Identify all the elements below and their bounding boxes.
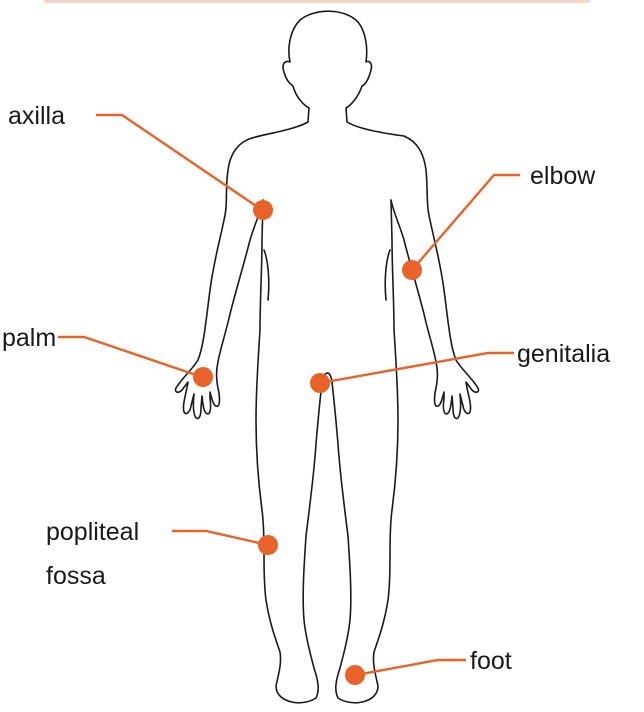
callout-foot-line — [356, 660, 466, 675]
callout-elbow-line — [412, 175, 520, 270]
marker-genitalia — [310, 373, 330, 393]
label-foot: foot — [470, 647, 512, 675]
label-fossa: fossa — [46, 562, 106, 590]
callout-popliteal-line — [172, 531, 268, 545]
human-outline — [175, 11, 478, 703]
callout-palm-line — [58, 337, 202, 377]
labels: axilla elbow palm genitalia popliteal fo… — [2, 102, 610, 675]
top-rule — [44, 0, 590, 3]
marker-foot — [345, 665, 365, 685]
label-popliteal: popliteal — [46, 518, 139, 546]
label-elbow: elbow — [530, 162, 596, 190]
marker-axilla — [253, 200, 273, 220]
marker-elbow — [402, 260, 422, 280]
label-genitalia: genitalia — [517, 340, 610, 368]
label-palm: palm — [2, 324, 56, 352]
callout-genitalia-line — [320, 353, 514, 383]
label-axilla: axilla — [8, 102, 65, 130]
callout-lines — [58, 115, 520, 675]
marker-popliteal-fossa — [258, 535, 278, 555]
marker-palm — [193, 367, 213, 387]
callout-axilla-line — [96, 115, 262, 210]
location-markers — [193, 200, 422, 685]
